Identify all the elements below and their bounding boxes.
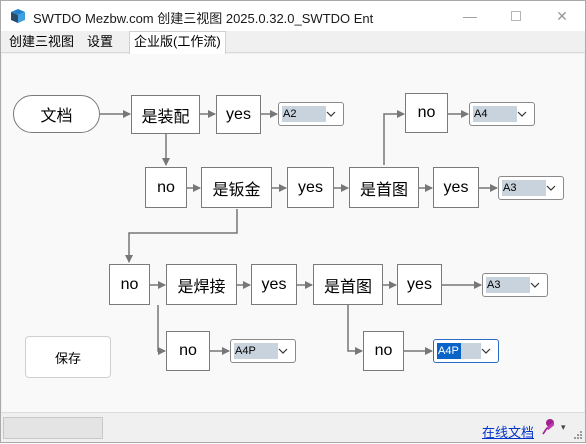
combo-first-view-2-size[interactable]: A3 [482, 273, 548, 297]
title-bar: SWTDO Mezbw.com 创建三视图 2025.0.32.0_SWTDO … [1, 1, 585, 31]
status-field [3, 417, 103, 439]
node-no-sheetmetal[interactable]: no [109, 264, 150, 305]
node-yes-weld[interactable]: yes [251, 264, 297, 305]
node-no-first-view[interactable]: no [405, 93, 448, 133]
node-yes-sheetmetal[interactable]: yes [287, 167, 334, 208]
combo-value: A4P [234, 343, 278, 359]
window-title: SWTDO Mezbw.com 创建三视图 2025.0.32.0_SWTDO … [33, 11, 374, 26]
chevron-down-icon [326, 111, 336, 117]
node-no-assembly[interactable]: no [145, 167, 187, 208]
maximize-button[interactable] [493, 1, 539, 31]
tab-create-views[interactable]: 创建三视图 [9, 34, 75, 49]
combo-first-view-1-size[interactable]: A3 [498, 176, 564, 200]
tab-bar: 创建三视图 设置 企业版(工作流) [1, 31, 585, 54]
combo-assembly-size[interactable]: A2 [278, 102, 344, 126]
combo-no-first-view-size[interactable]: A4 [469, 102, 535, 126]
node-start-document[interactable]: 文档 [13, 95, 100, 133]
combo-value: A3 [502, 180, 546, 196]
combo-value: A4P [437, 343, 461, 359]
node-yes-first-view-1[interactable]: yes [433, 167, 479, 208]
chevron-down-icon [530, 282, 540, 288]
node-is-first-view-2[interactable]: 是首图 [313, 264, 383, 305]
chevron-down-icon [546, 185, 556, 191]
maximize-icon [511, 11, 521, 21]
combo-first-view-2-no-size[interactable]: A4P [433, 339, 499, 363]
node-is-sheetmetal[interactable]: 是钣金 [201, 167, 272, 208]
combo-value-remainder [461, 343, 481, 359]
combo-weld-no-size[interactable]: A4P [230, 339, 296, 363]
app-logo-icon [11, 9, 25, 23]
pin-icon[interactable] [541, 418, 557, 436]
node-yes-first-view-2[interactable]: yes [397, 264, 442, 305]
chevron-down-icon [481, 348, 491, 354]
node-no-weld[interactable]: no [166, 331, 210, 371]
online-docs-link[interactable]: 在线文档 [482, 425, 535, 440]
close-icon: ✕ [556, 7, 568, 24]
tab-enterprise-workflow[interactable]: 企业版(工作流) [129, 31, 226, 54]
chevron-down-icon [278, 348, 288, 354]
node-is-weld[interactable]: 是焊接 [166, 264, 237, 305]
minimize-icon: — [463, 8, 477, 24]
pin-dropdown-icon[interactable]: ▾ [561, 422, 566, 432]
status-bar: 在线文档 ▾ [1, 412, 585, 442]
save-button[interactable]: 保存 [25, 336, 111, 378]
minimize-button[interactable]: — [447, 1, 493, 31]
combo-value: A2 [282, 106, 326, 122]
resize-grip-icon[interactable] [573, 430, 583, 440]
combo-value: A4 [473, 106, 517, 122]
combo-value: A3 [486, 277, 530, 293]
node-is-first-view-1[interactable]: 是首图 [349, 167, 419, 208]
node-is-assembly[interactable]: 是装配 [131, 95, 200, 134]
node-yes-assembly[interactable]: yes [216, 95, 261, 134]
node-no-first-view-2[interactable]: no [363, 331, 404, 371]
close-button[interactable]: ✕ [539, 1, 585, 31]
tab-settings[interactable]: 设置 [87, 34, 114, 49]
chevron-down-icon [517, 111, 527, 117]
